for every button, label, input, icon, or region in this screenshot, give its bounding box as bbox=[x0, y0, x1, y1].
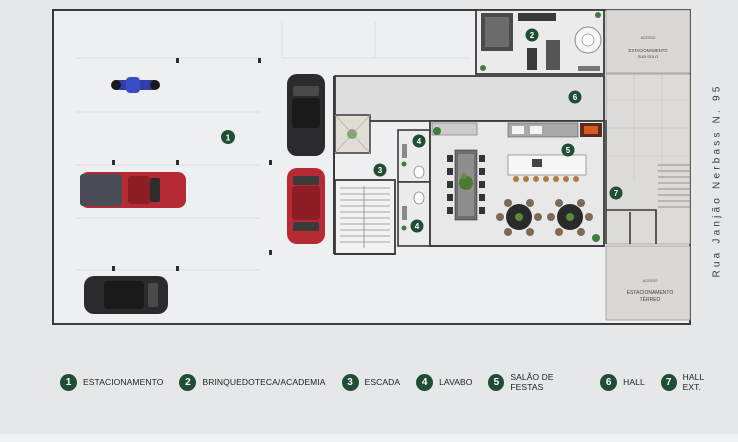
legend-item-hall-ext: 7 HALL EXT. bbox=[660, 372, 722, 392]
legend-label: LAVABO bbox=[439, 377, 473, 387]
street-name: Rua Janjão Nerbass N. 95 bbox=[711, 82, 723, 278]
red-car-right-icon bbox=[287, 168, 325, 244]
red-pickup-car-icon bbox=[80, 172, 186, 208]
legend-item-hall: 6 HALL bbox=[600, 373, 645, 391]
legend-item-estacionamento: 1 ESTACIONAMENTO bbox=[60, 373, 164, 391]
label-subsolo-line1: ACESSO bbox=[641, 36, 656, 40]
label-terreo-line1: ACESSO bbox=[643, 279, 658, 283]
marker-6: 6 bbox=[568, 90, 582, 104]
legend-item-salao: 5 SALÃO DE FESTAS bbox=[488, 372, 584, 392]
legend-label: HALL EXT. bbox=[682, 372, 704, 392]
room-hall bbox=[334, 75, 605, 122]
marker-4-bottom: 4 bbox=[410, 219, 424, 233]
svg-text:5: 5 bbox=[566, 146, 571, 155]
legend-label: HALL bbox=[623, 377, 645, 387]
bottom-strip bbox=[0, 434, 738, 442]
legend-number: 1 bbox=[60, 373, 77, 391]
parking-markers bbox=[112, 58, 272, 271]
zone-estacionamento-terreo bbox=[605, 245, 691, 321]
legend-item-lavabo: 4 LAVABO bbox=[416, 373, 473, 391]
svg-text:2: 2 bbox=[530, 31, 535, 40]
external-stairs bbox=[658, 164, 690, 208]
motorcycle-icon bbox=[111, 77, 160, 93]
legend-number: 6 bbox=[600, 373, 618, 391]
legend-number: 7 bbox=[660, 373, 677, 391]
svg-text:4: 4 bbox=[417, 137, 422, 146]
dark-car-top-icon bbox=[287, 74, 325, 156]
label-subsolo-line2: ESTACIONAMENTO bbox=[629, 48, 669, 53]
room-hall-ext bbox=[605, 73, 691, 245]
svg-text:4: 4 bbox=[415, 222, 420, 231]
lavabo-fixtures bbox=[401, 144, 425, 231]
stairs bbox=[340, 186, 390, 248]
room-escada bbox=[334, 179, 396, 255]
pavement-joints bbox=[606, 74, 690, 180]
legend-item-brinquedoteca: 2 BRINQUEDOTECA/ACADEMIA bbox=[179, 373, 326, 391]
marker-7: 7 bbox=[609, 186, 623, 200]
legend-number: 2 bbox=[179, 373, 197, 391]
legend-number: 3 bbox=[341, 373, 359, 391]
party-room-furniture bbox=[431, 122, 602, 242]
marker-2: 2 bbox=[525, 28, 539, 42]
zone-estacionamento-subsolo bbox=[605, 9, 691, 74]
marker-4-top: 4 bbox=[412, 134, 426, 148]
dark-car-bottom-icon bbox=[84, 276, 168, 314]
svg-text:3: 3 bbox=[378, 166, 383, 175]
marker-3: 3 bbox=[373, 163, 387, 177]
legend: 1 ESTACIONAMENTO 2 BRINQUEDOTECA/ACADEMI… bbox=[60, 372, 738, 392]
hall-ext-rails bbox=[605, 120, 657, 244]
legend-label: SALÃO DE FESTAS bbox=[510, 372, 554, 392]
legend-label: ESCADA bbox=[364, 377, 401, 387]
label-terreo-line2: ESTACIONAMENTO bbox=[627, 290, 674, 296]
street-label: Rua Janjão Nerbass N. 95 bbox=[702, 55, 732, 305]
parking-grid bbox=[75, 22, 470, 271]
marker-5: 5 bbox=[561, 143, 575, 157]
legend-label: BRINQUEDOTECA/ACADEMIA bbox=[202, 377, 326, 387]
legend-item-escada: 3 ESCADA bbox=[341, 373, 401, 391]
legend-number: 5 bbox=[488, 373, 505, 391]
svg-text:1: 1 bbox=[226, 133, 231, 143]
label-subsolo-line3: SUB SOLO bbox=[638, 54, 658, 59]
legend-number: 4 bbox=[416, 373, 434, 391]
legend-label: ESTACIONAMENTO bbox=[83, 377, 164, 387]
label-terreo-line3: TÉRREO bbox=[640, 296, 661, 303]
marker-1: 1 bbox=[221, 130, 235, 144]
gym-equipment bbox=[480, 12, 602, 71]
svg-text:6: 6 bbox=[573, 93, 578, 102]
svg-text:7: 7 bbox=[614, 189, 619, 198]
